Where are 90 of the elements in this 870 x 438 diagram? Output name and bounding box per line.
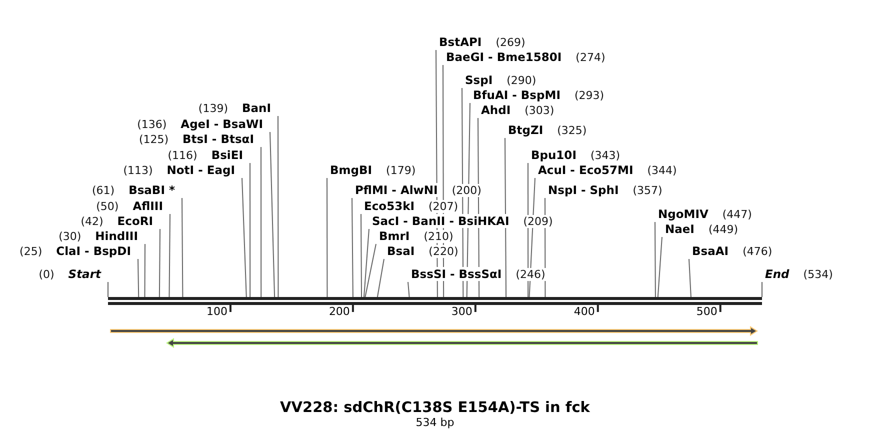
site-position: (25) (18, 244, 44, 258)
site-position: (269) (494, 36, 528, 48)
leader-line (138, 258, 140, 298)
leader-line (182, 198, 184, 298)
feature-bar (166, 338, 758, 348)
site-label: BfuAI - BspMI (471, 88, 562, 102)
site-label: BaeGI - Bme1580I (444, 50, 564, 64)
leader-line (688, 258, 692, 298)
leader-line (158, 228, 160, 298)
site-label: EcoRI (115, 214, 155, 228)
site-label: End (763, 267, 792, 281)
leader-line (352, 198, 354, 298)
leader-line (360, 214, 362, 298)
site-position: (325) (555, 124, 589, 136)
site-position: (200) (450, 184, 484, 196)
site-label: BstAPI (437, 35, 484, 49)
site-position: (449) (706, 222, 740, 236)
site-position: (125) (136, 132, 171, 146)
site-label: AhdI (479, 103, 513, 117)
leader-line (326, 178, 328, 298)
sequence-length: 534 bp (416, 416, 454, 429)
site-position: (61) (90, 184, 117, 196)
site-position: (207) (426, 200, 460, 212)
site-label: PflMI - AlwNI (353, 183, 440, 197)
site-position: (344) (645, 164, 679, 176)
site-label: Start (66, 267, 103, 281)
sequence-backbone (108, 297, 762, 305)
site-label: NspI - SphI (546, 183, 621, 197)
site-label: BtgZI (506, 123, 546, 137)
site-position: (447) (720, 208, 754, 220)
site-position: (0) (36, 268, 56, 280)
site-label: AcuI - Eco57MI (536, 163, 636, 177)
site-position: (42) (78, 214, 106, 228)
leader-line (364, 244, 376, 298)
site-label: BssSI - BssSαI (409, 267, 504, 281)
site-label: NgoMIV (656, 207, 710, 221)
scale-label: 400 (572, 305, 595, 318)
site-position: (274) (574, 50, 608, 64)
site-position: (179) (384, 164, 418, 176)
site-label: AgeI - BsaWI (178, 117, 265, 131)
site-label: ClaI - BspDI (54, 244, 133, 258)
site-position: (136) (135, 118, 169, 130)
site-label: Bpu10I (529, 148, 578, 162)
leader-line (654, 222, 656, 298)
site-label: BmrI (377, 229, 412, 243)
site-position: (220) (426, 244, 460, 258)
scale-label: 200 (328, 305, 350, 318)
site-label: BtsI - BtsαI (180, 132, 256, 146)
scale-label: 100 (205, 305, 228, 318)
feature-bar (110, 326, 758, 336)
map-title: VV228: sdChR(C138S E154A)-TS in fck (280, 400, 590, 416)
site-position: (113) (121, 164, 155, 176)
site-label: NaeI (663, 222, 696, 236)
leader-line (657, 236, 662, 298)
leader-line (168, 214, 170, 298)
leader-line (278, 116, 279, 298)
scale-label: 500 (695, 305, 718, 318)
site-position: (534) (801, 268, 835, 280)
site-position: (139) (196, 102, 230, 114)
site-label: NotI - EagI (164, 163, 237, 177)
site-position: (357) (630, 184, 664, 196)
site-position: (293) (572, 88, 606, 102)
site-position: (343) (588, 148, 622, 162)
site-position: (210) (422, 230, 456, 242)
site-label: SacI - BanII - BsiHKAI (370, 214, 512, 228)
site-position: (50) (94, 200, 121, 212)
leader-line (260, 146, 262, 298)
site-label: BsaI (385, 244, 417, 258)
site-label: SspI (463, 73, 495, 87)
site-label: BsaBI * (126, 183, 177, 197)
site-position: (476) (740, 244, 774, 258)
leader-line (250, 162, 251, 298)
leader-line (144, 244, 146, 298)
leader-line (242, 178, 247, 298)
scale-label: 300 (450, 305, 472, 318)
leader-line (408, 282, 410, 298)
site-label: AflIII (130, 199, 165, 213)
site-label: HindIII (93, 229, 140, 243)
site-position: (209) (521, 214, 555, 228)
leader-line (376, 258, 384, 298)
site-position: (116) (166, 148, 200, 162)
site-label: BanI (240, 101, 273, 115)
site-position: (303) (522, 104, 556, 116)
site-position: (290) (504, 74, 538, 86)
site-label: BsiEI (209, 148, 245, 162)
leader-line (270, 132, 276, 298)
site-position: (246) (514, 268, 548, 280)
site-position: (30) (56, 230, 84, 242)
leader-line (504, 138, 507, 298)
leader-line (363, 228, 370, 298)
